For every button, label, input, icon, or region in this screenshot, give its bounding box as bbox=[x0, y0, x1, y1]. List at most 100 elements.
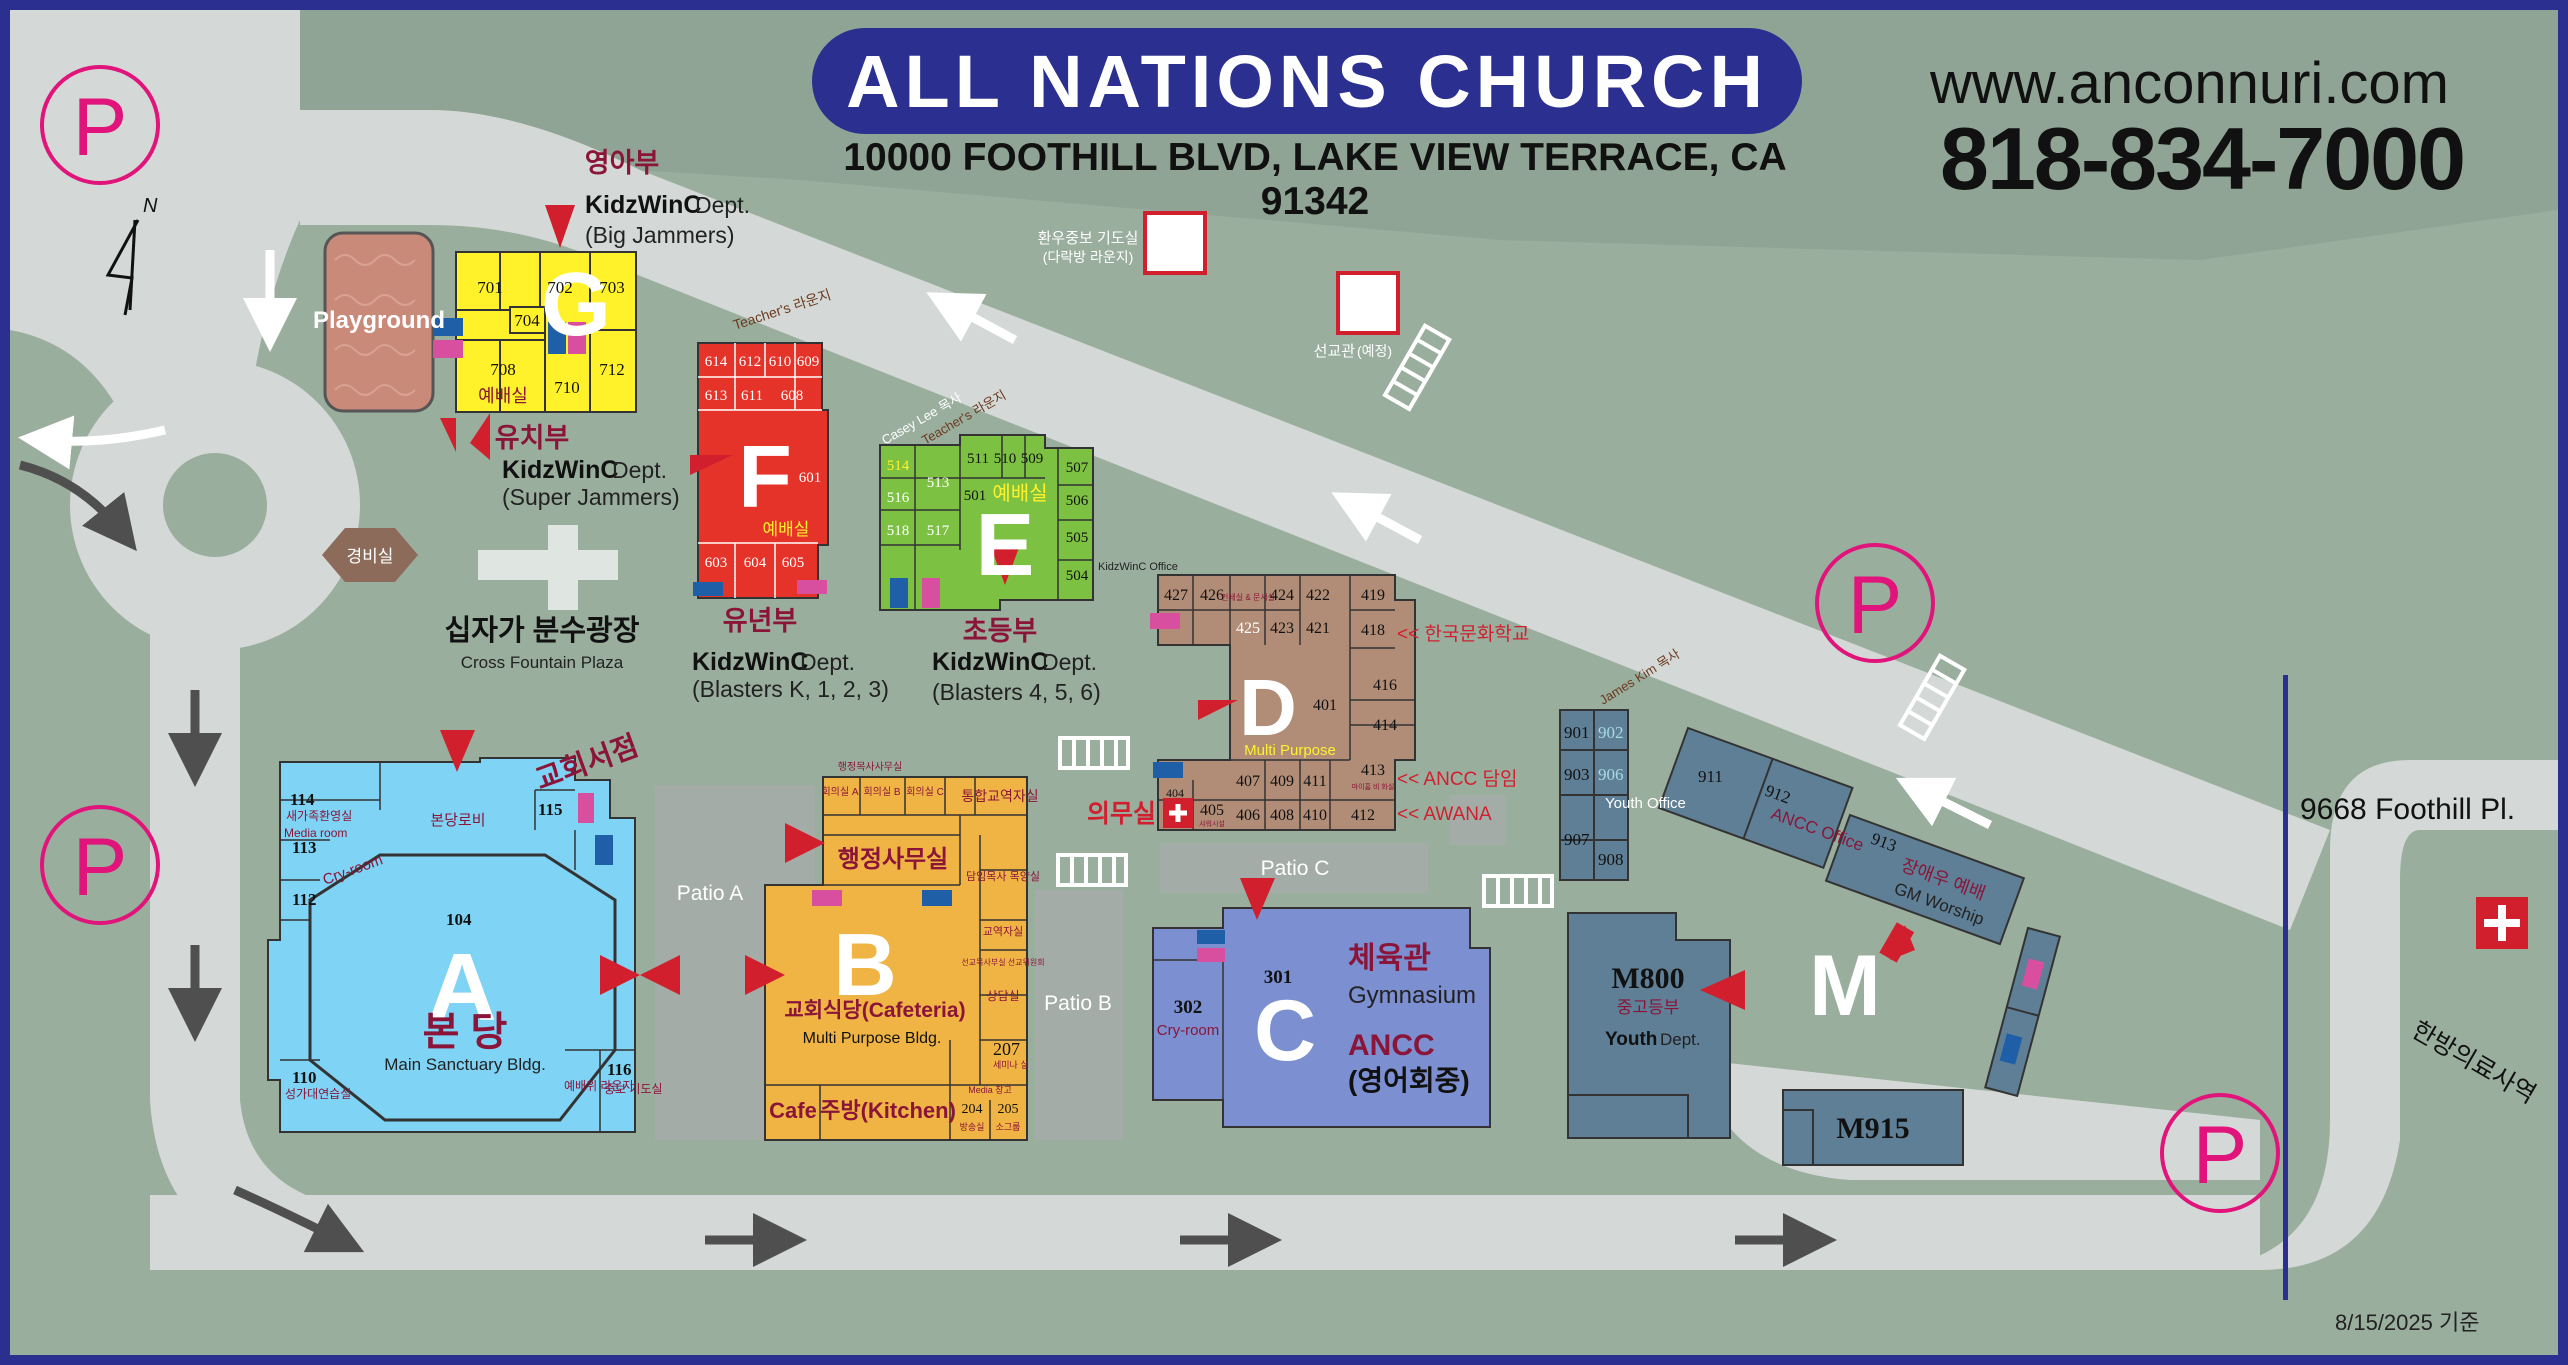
dept-brand-label: KidzWinC bbox=[692, 648, 808, 676]
room-label: 411 bbox=[1303, 773, 1326, 790]
room-label: 611 bbox=[741, 388, 763, 404]
stairs-icon bbox=[1056, 322, 1967, 908]
parking-label: P bbox=[73, 822, 128, 913]
building-m915[interactable] bbox=[1782, 1089, 1964, 1166]
building-b[interactable] bbox=[764, 776, 1028, 1141]
playground-pattern bbox=[334, 254, 416, 396]
parking-label: P bbox=[2193, 1110, 2248, 1201]
building-g[interactable] bbox=[433, 251, 637, 413]
m800-youth-label: Youth bbox=[1605, 1029, 1657, 1050]
building-e[interactable] bbox=[879, 434, 1094, 611]
room-name-label: 성가대연습실 bbox=[285, 1087, 351, 1101]
m800-label: M800 bbox=[1611, 962, 1684, 995]
roads bbox=[10, 10, 2558, 1270]
room-label: 906 bbox=[1598, 765, 1624, 784]
website-link[interactable]: www.anconnuri.com bbox=[1930, 51, 2449, 116]
room-label: 205 bbox=[998, 1102, 1019, 1117]
building-c[interactable] bbox=[1152, 907, 1491, 1128]
dept-brand-label: KidzWinC bbox=[932, 648, 1048, 676]
dept-word-label: Dept. bbox=[1042, 649, 1097, 675]
room-label: 501 bbox=[964, 488, 987, 504]
room-label: 601 bbox=[799, 470, 822, 486]
parking-label: P bbox=[1848, 560, 1903, 651]
room-label: 908 bbox=[1598, 850, 1624, 869]
room-name-label: 예배위 라운지 bbox=[564, 1079, 634, 1093]
building-a-letter: A bbox=[427, 934, 496, 1041]
room-label: 421 bbox=[1306, 620, 1330, 637]
cafeteria-label: 교회식당(Cafeteria) bbox=[784, 999, 965, 1022]
room-label: 104 bbox=[446, 910, 472, 929]
building-c-letter: C bbox=[1254, 983, 1316, 1079]
room-label: 419 bbox=[1361, 587, 1385, 604]
room-label: 710 bbox=[554, 378, 580, 397]
worship-room-label: 예배실 bbox=[992, 482, 1047, 505]
entrance-arrow-icon bbox=[440, 205, 1915, 1010]
dept-word-label: Dept. bbox=[695, 192, 750, 218]
room-label: 401 bbox=[1313, 697, 1337, 714]
room-label: 703 bbox=[599, 278, 625, 297]
dept-brand-label: KidzWinC bbox=[585, 191, 701, 219]
room-name-label: 담임목사 목양실 bbox=[966, 870, 1040, 883]
m-arrow-stem bbox=[1879, 922, 1915, 963]
room-label: 504 bbox=[1066, 568, 1089, 584]
building-m800[interactable] bbox=[1567, 912, 1731, 1139]
room-label: 605 bbox=[782, 555, 805, 571]
room-label: 603 bbox=[705, 555, 728, 571]
room-label: 204 bbox=[962, 1102, 983, 1117]
parking-label: P bbox=[73, 82, 128, 173]
cry-room-label: Cry-room bbox=[1157, 1022, 1220, 1039]
room-label: 413 bbox=[1361, 762, 1385, 779]
room-label: 301 bbox=[1264, 967, 1293, 988]
room-label: 418 bbox=[1361, 622, 1385, 639]
building-a-name-en: Main Sanctuary Bldg. bbox=[384, 1055, 546, 1074]
room-name-label: 교역자실 bbox=[983, 925, 1023, 938]
room-name-label: Media 창고 bbox=[968, 1085, 1012, 1095]
title-banner: ALL NATIONS CHURCH bbox=[812, 28, 1802, 134]
kidzwinc-office-label: KidzWinC Office bbox=[1098, 561, 1178, 573]
restroom-male-icon bbox=[433, 318, 463, 336]
patio-c-label: Patio C bbox=[1261, 857, 1330, 880]
playground-label: Playground bbox=[313, 307, 445, 334]
building-d-sub-label: Multi Purpose bbox=[1244, 742, 1336, 759]
room-label: 509 bbox=[1021, 451, 1044, 467]
building-a[interactable] bbox=[267, 757, 636, 1133]
dept-kr-label: 초등부 bbox=[963, 616, 1038, 646]
building-d[interactable] bbox=[1150, 574, 1416, 831]
building-900[interactable] bbox=[1559, 709, 2062, 1098]
ancc-kr-label: (영어회중) bbox=[1348, 1065, 1470, 1096]
room-label: 207 bbox=[993, 1039, 1020, 1059]
ancc-label: ANCC bbox=[1348, 1029, 1435, 1062]
building-f[interactable] bbox=[693, 342, 829, 599]
room-label: 701 bbox=[477, 278, 503, 297]
building-f-letter: F bbox=[738, 427, 792, 526]
room-note-label: 샤워시설 bbox=[1199, 819, 1225, 828]
room-label: 412 bbox=[1351, 807, 1375, 824]
security-booth bbox=[322, 528, 418, 582]
room-label: 517 bbox=[927, 523, 950, 539]
room-label: 511 bbox=[967, 451, 989, 467]
property-line bbox=[2283, 675, 2288, 1300]
infirmary-label: 의무실 bbox=[1087, 800, 1156, 828]
room-label: 704 bbox=[514, 311, 540, 330]
compass-icon bbox=[105, 219, 140, 316]
room-name-label: 상담실 bbox=[986, 989, 1019, 1003]
parking-icon bbox=[40, 65, 2280, 1213]
room-label: 516 bbox=[887, 490, 910, 506]
dept-sub-label: (Blasters K, 1, 2, 3) bbox=[692, 676, 889, 702]
room-label: 518 bbox=[887, 523, 910, 539]
room-label: 406 bbox=[1236, 807, 1260, 824]
restroom-female-icon bbox=[433, 340, 463, 358]
room-note-label: 인쇄실 & 문서실 bbox=[1221, 592, 1275, 602]
compass-north-label: N bbox=[143, 195, 158, 217]
cafe-label: Cafe bbox=[769, 1098, 817, 1123]
church-title: ALL NATIONS CHURCH bbox=[846, 39, 1768, 123]
meeting-room-label: 회의실 A bbox=[821, 786, 858, 798]
youth-office-label: Youth Office bbox=[1605, 795, 1686, 812]
security-label: 경비실 bbox=[347, 547, 394, 566]
room-label: 427 bbox=[1164, 587, 1188, 604]
worship-room-label: 예배실 bbox=[478, 386, 528, 406]
phone-number[interactable]: 818-834-7000 bbox=[1940, 109, 2466, 208]
patio-c-area bbox=[1160, 843, 1428, 893]
room-label: 506 bbox=[1066, 493, 1089, 509]
